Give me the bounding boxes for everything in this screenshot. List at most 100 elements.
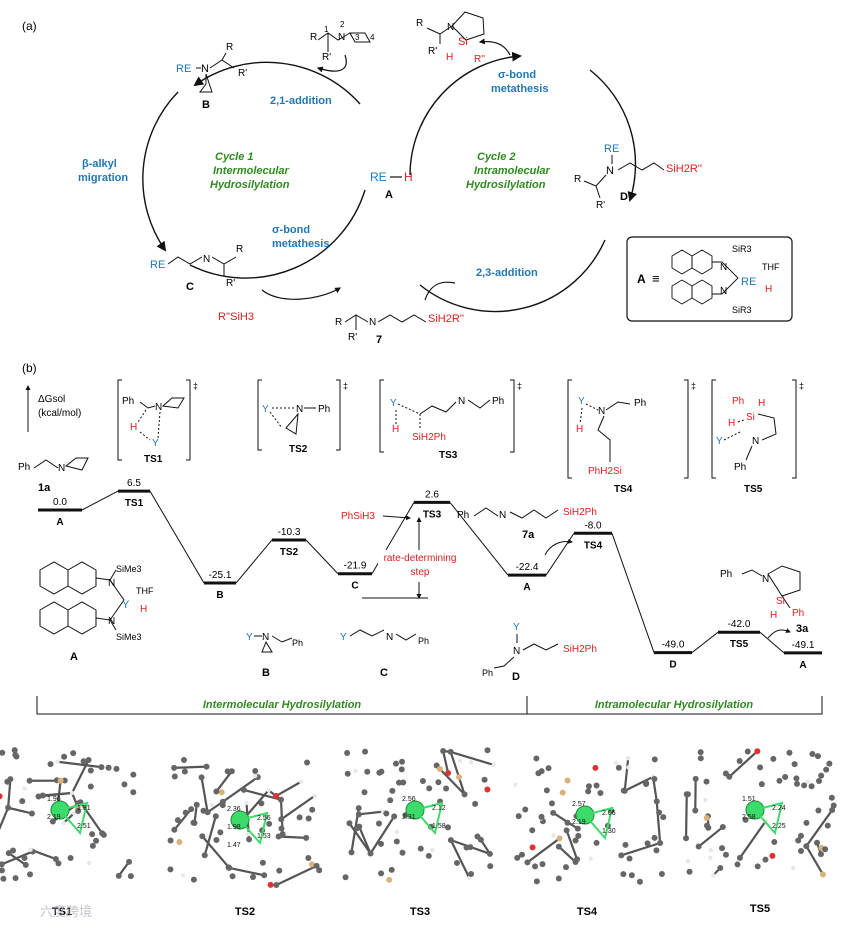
atom xyxy=(817,851,824,858)
atom xyxy=(711,873,716,878)
step-23-addition: 2,3-addition xyxy=(476,267,538,279)
atom xyxy=(814,839,821,846)
atom xyxy=(7,776,14,783)
atom xyxy=(308,861,315,868)
substrate-rprime: R' xyxy=(322,52,331,63)
atom xyxy=(55,860,62,867)
atom xyxy=(618,852,625,859)
atom xyxy=(22,861,29,868)
atom xyxy=(80,758,87,765)
atom xyxy=(548,800,555,807)
gallery-ts5-label: TS5 xyxy=(750,903,770,915)
atom xyxy=(529,827,536,834)
inset-equiv: ≡ xyxy=(652,271,660,286)
product-n: N xyxy=(447,22,454,33)
inset-sir3-top: SiR3 xyxy=(732,244,752,254)
bond-distance-label: 2.56 xyxy=(402,796,416,803)
atom xyxy=(695,843,702,850)
atom xyxy=(355,805,362,812)
step-beta-alkyl: β-alkyl xyxy=(82,158,117,170)
atom xyxy=(615,764,622,771)
atom xyxy=(344,750,351,757)
bond xyxy=(174,765,207,769)
catalyst-a-structure xyxy=(39,561,125,635)
atom xyxy=(190,819,197,826)
bond xyxy=(0,807,10,831)
atom xyxy=(244,800,249,806)
atom xyxy=(209,802,215,808)
atom xyxy=(200,807,207,814)
struct-b-label: B xyxy=(262,667,270,679)
ts3-sih2ph: SiH2Ph xyxy=(412,432,446,443)
ts3-sketch xyxy=(395,399,491,430)
atom xyxy=(828,794,835,801)
ts4-double-dagger: ‡ xyxy=(691,381,696,391)
b-structure xyxy=(196,52,235,93)
energy-value-a2: -22.4 xyxy=(516,562,539,573)
bond-distance-label: 2.57 xyxy=(572,801,586,808)
bond-distance-label: 1.47 xyxy=(227,842,241,849)
atom xyxy=(181,768,188,775)
atom xyxy=(279,831,286,838)
bond xyxy=(450,750,495,766)
energy-value-a0: 0.0 xyxy=(53,497,67,508)
center-h: H xyxy=(404,170,413,184)
energy-value-d: -49.0 xyxy=(662,640,685,651)
atom xyxy=(167,837,174,844)
atom xyxy=(683,835,690,842)
bond xyxy=(728,750,759,778)
cycle2-arcs xyxy=(409,51,638,313)
atom xyxy=(22,786,27,791)
atom xyxy=(193,801,200,808)
atom xyxy=(180,873,186,878)
atom xyxy=(394,829,399,835)
atom xyxy=(386,876,393,883)
atom xyxy=(814,753,821,760)
ts3-ph: Ph xyxy=(492,396,504,407)
center-label-a: A xyxy=(385,189,393,201)
atom xyxy=(61,753,68,760)
bond xyxy=(805,809,834,847)
atom xyxy=(362,748,369,755)
atom xyxy=(0,875,7,882)
atom xyxy=(392,760,399,767)
cycle1-exit-arrow xyxy=(261,287,342,300)
atom xyxy=(653,798,660,805)
atom xyxy=(823,766,830,773)
cat-n-bottom: N xyxy=(108,616,115,627)
atom xyxy=(258,800,265,807)
atom xyxy=(522,806,529,813)
atom xyxy=(27,871,34,878)
atom xyxy=(801,782,808,789)
ts5-double-dagger: ‡ xyxy=(799,381,804,391)
d-structure xyxy=(583,155,665,199)
ts2-sketch xyxy=(269,407,316,435)
bond xyxy=(275,780,302,797)
b-label: B xyxy=(202,99,210,111)
profile-connector xyxy=(149,490,205,584)
atom xyxy=(468,871,475,878)
bond xyxy=(201,835,231,869)
struct-b-y: Y xyxy=(246,632,253,643)
ts3-n: N xyxy=(458,396,465,407)
product-ring xyxy=(426,11,485,44)
level-label-a2: A xyxy=(523,582,530,593)
atom xyxy=(543,787,550,794)
cat-thf: THF xyxy=(136,586,154,596)
bond xyxy=(8,852,27,866)
atom xyxy=(660,814,667,821)
ts5-si: Si xyxy=(746,412,755,423)
ts3-double-dagger: ‡ xyxy=(517,381,522,391)
cycle1-title-2: Intermolecular xyxy=(213,165,290,177)
c-rprime: R' xyxy=(226,278,235,289)
profile-connector xyxy=(81,490,119,511)
atom xyxy=(435,779,442,786)
level-label-b: B xyxy=(216,590,223,601)
geometry-ts4: 2.572.062.191.30 xyxy=(513,755,667,885)
atom xyxy=(19,798,26,805)
bracket-intra: Intramolecular Hydrosilylation xyxy=(595,699,754,711)
atom xyxy=(98,764,105,771)
d-n: N xyxy=(606,165,614,177)
atom xyxy=(533,755,540,762)
ts1-double-dagger: ‡ xyxy=(193,381,198,391)
